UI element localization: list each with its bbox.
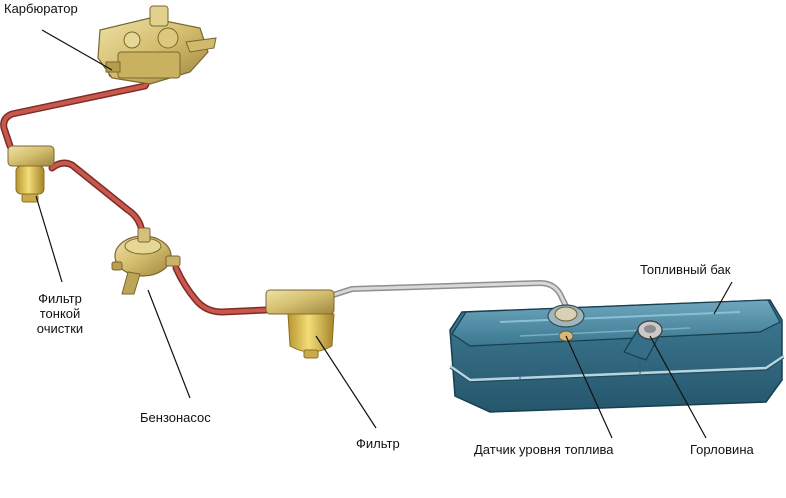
leader-lines (35, 29, 733, 439)
leader-carburetor (41, 29, 113, 71)
fuel-tank (449, 299, 785, 413)
leader-level-sensor (565, 335, 613, 439)
fuel-level-sensor (547, 304, 585, 342)
label-fuel-tank: Топливный бак (640, 262, 731, 277)
leader-filter (315, 335, 377, 429)
label-fuel-pump: Бензонасос (140, 410, 211, 425)
label-fine-filter-line-2: тонкой (39, 306, 81, 321)
label-level-sensor: Датчик уровня топлива (474, 442, 614, 457)
filler-neck (623, 320, 663, 361)
leader-fine-filter (35, 195, 63, 283)
carburetor (97, 5, 217, 85)
label-carburetor: Карбюратор (4, 1, 78, 16)
leader-filler-neck (649, 335, 707, 439)
fuel-filter (265, 289, 335, 359)
fine-filter (7, 145, 55, 203)
label-filter: Фильтр (356, 436, 400, 451)
label-filler-neck: Горловина (690, 442, 754, 457)
leader-fuel-pump (147, 289, 191, 399)
label-fine-filter-line-3: очистки (36, 321, 84, 336)
label-fine-filter-line-1: Фильтр (38, 291, 82, 306)
fuel-pump (111, 227, 181, 295)
leader-tank (713, 281, 733, 315)
metal-fuel-line (327, 279, 570, 311)
label-fine-filter: Фильтр тонкой очистки (37, 291, 83, 336)
